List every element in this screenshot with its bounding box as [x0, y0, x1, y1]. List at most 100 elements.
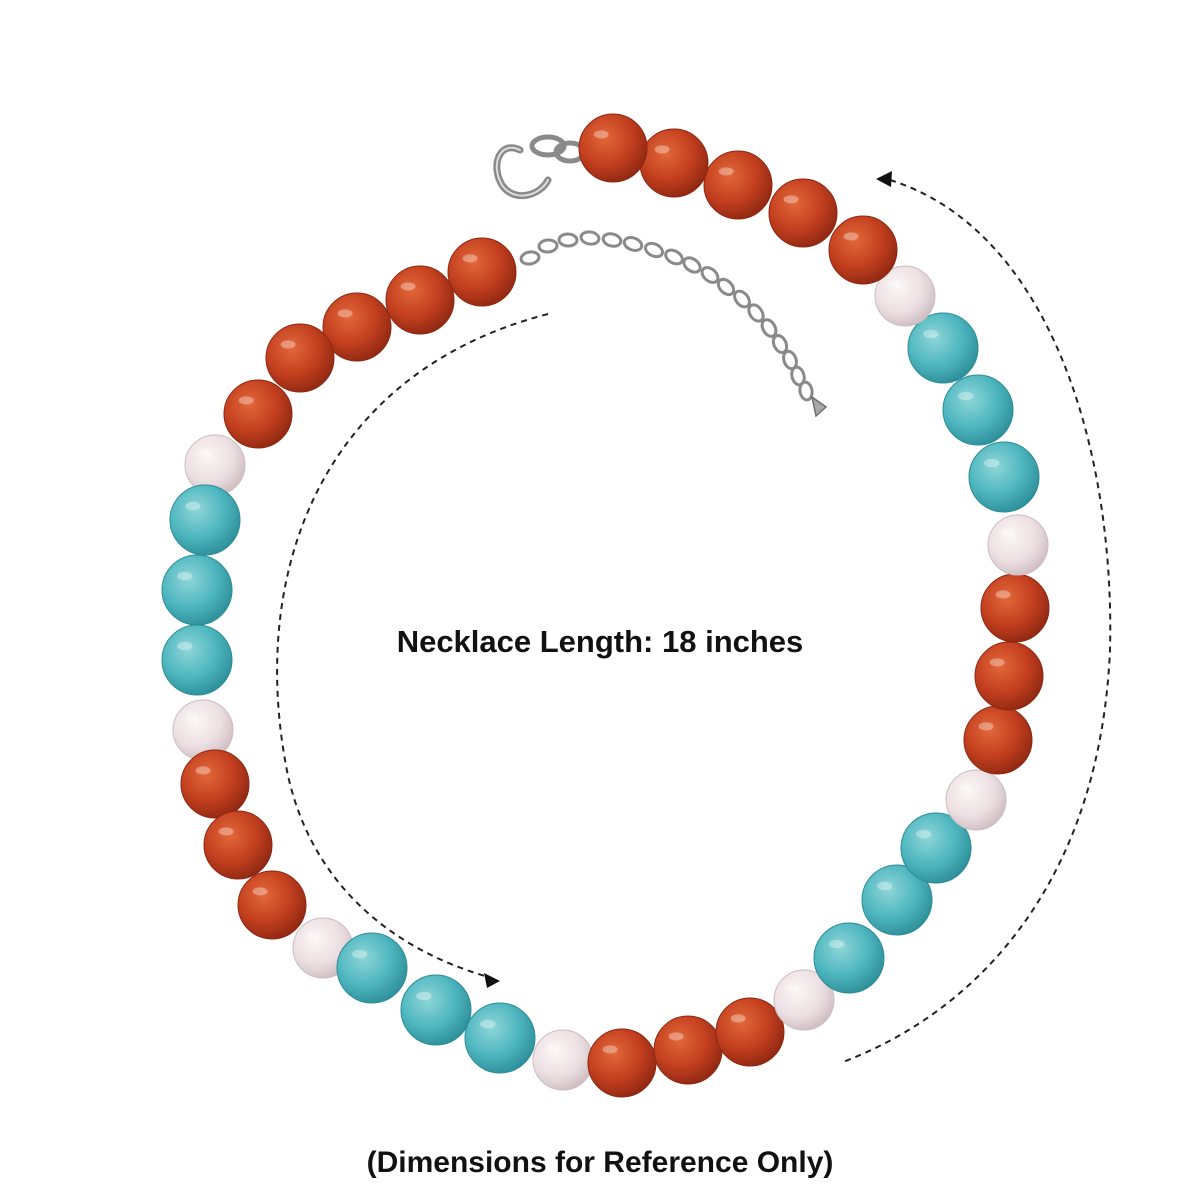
coral-bead — [578, 113, 648, 183]
bead-highlight — [783, 195, 799, 204]
arrowhead-icon — [484, 973, 500, 988]
chain-drop-end — [810, 395, 828, 418]
bead-highlight — [197, 449, 212, 457]
chain-link — [537, 238, 559, 254]
coral-bead — [639, 128, 709, 198]
bead-highlight — [185, 501, 201, 511]
bead-highlight — [958, 391, 974, 401]
chain-link — [798, 380, 814, 402]
bead-highlight — [786, 984, 801, 992]
chain-link — [519, 250, 541, 266]
turquoise-bead — [942, 374, 1014, 446]
quartz-bead — [773, 969, 835, 1031]
turquoise-bead — [336, 932, 408, 1004]
measure-arrow-left — [276, 313, 549, 979]
coral-bead — [963, 705, 1033, 775]
bead-highlight — [545, 1044, 560, 1052]
bead-highlight — [984, 458, 1000, 468]
chain-link — [682, 256, 702, 274]
bead-highlight — [730, 1014, 746, 1023]
coral-bead — [180, 749, 250, 819]
bead-highlight — [462, 254, 478, 263]
coral-bead — [974, 641, 1044, 711]
coral-bead — [768, 178, 838, 248]
chain-link — [664, 248, 684, 266]
bead-highlight — [593, 130, 609, 139]
quartz-bead — [532, 1029, 594, 1091]
coral-bead — [715, 997, 785, 1067]
chain-link — [760, 318, 778, 338]
turquoise-bead — [169, 484, 241, 556]
coral-bead — [587, 1028, 657, 1098]
quartz-bead — [987, 514, 1049, 576]
bead-highlight — [916, 829, 932, 839]
bead-highlight — [843, 232, 859, 241]
chain-link — [557, 232, 579, 248]
turquoise-bead — [400, 974, 472, 1046]
coral-bead — [653, 1015, 723, 1085]
bead-highlight — [238, 396, 254, 405]
turquoise-bead — [813, 922, 885, 994]
bead-highlight — [958, 784, 973, 792]
bead-highlight — [923, 329, 939, 339]
bead-highlight — [887, 280, 902, 288]
measure-arrow-right — [842, 179, 1112, 1063]
bead-highlight — [252, 887, 268, 896]
chain-link — [601, 232, 623, 248]
turquoise-bead — [907, 312, 979, 384]
chain-link — [579, 230, 601, 246]
bead-strand — [161, 113, 1050, 1098]
chain-link — [622, 236, 644, 252]
bead-highlight — [218, 827, 234, 836]
bead-highlight — [829, 939, 845, 949]
bead-highlight — [978, 722, 994, 731]
turquoise-bead — [968, 441, 1040, 513]
turquoise-bead — [861, 864, 933, 936]
coral-bead — [828, 215, 898, 285]
turquoise-bead — [161, 554, 233, 626]
turquoise-bead — [900, 812, 972, 884]
coral-bead — [265, 323, 335, 393]
coral-bead — [203, 810, 273, 880]
bead-highlight — [718, 167, 734, 176]
chain-link — [700, 266, 720, 284]
quartz-bead — [874, 265, 936, 327]
bead-highlight — [1000, 529, 1015, 537]
arrowhead-icon — [876, 171, 892, 187]
coral-bead — [322, 292, 392, 362]
coral-bead — [223, 379, 293, 449]
bead-highlight — [280, 340, 296, 349]
chain-link — [733, 289, 751, 309]
necklace-length-label: Necklace Length: 18 inches — [396, 624, 804, 659]
chain-link — [747, 303, 765, 323]
coral-bead — [703, 150, 773, 220]
bead-highlight — [668, 1032, 684, 1041]
dimensions-disclaimer: (Dimensions for Reference Only) — [366, 1146, 834, 1179]
chain-link — [716, 277, 736, 297]
coral-bead — [237, 870, 307, 940]
bead-highlight — [877, 881, 893, 891]
turquoise-bead — [464, 1002, 536, 1074]
bead-highlight — [480, 1019, 496, 1029]
bead-highlight — [602, 1045, 618, 1054]
bead-highlight — [185, 714, 200, 722]
lobster-clasp-icon — [493, 134, 587, 200]
bead-highlight — [400, 282, 416, 291]
coral-bead — [385, 265, 455, 335]
coral-bead — [447, 237, 517, 307]
bead-highlight — [352, 949, 368, 959]
bead-highlight — [195, 766, 211, 775]
bead-highlight — [305, 932, 320, 940]
turquoise-bead — [161, 624, 233, 696]
quartz-bead — [945, 769, 1007, 831]
bead-highlight — [989, 658, 1005, 667]
extender-chain — [519, 230, 814, 402]
bead-highlight — [177, 641, 193, 651]
bead-highlight — [337, 309, 353, 318]
bead-highlight — [416, 991, 432, 1001]
bead-highlight — [995, 590, 1011, 599]
bead-highlight — [177, 571, 193, 581]
chain-link — [643, 241, 665, 259]
